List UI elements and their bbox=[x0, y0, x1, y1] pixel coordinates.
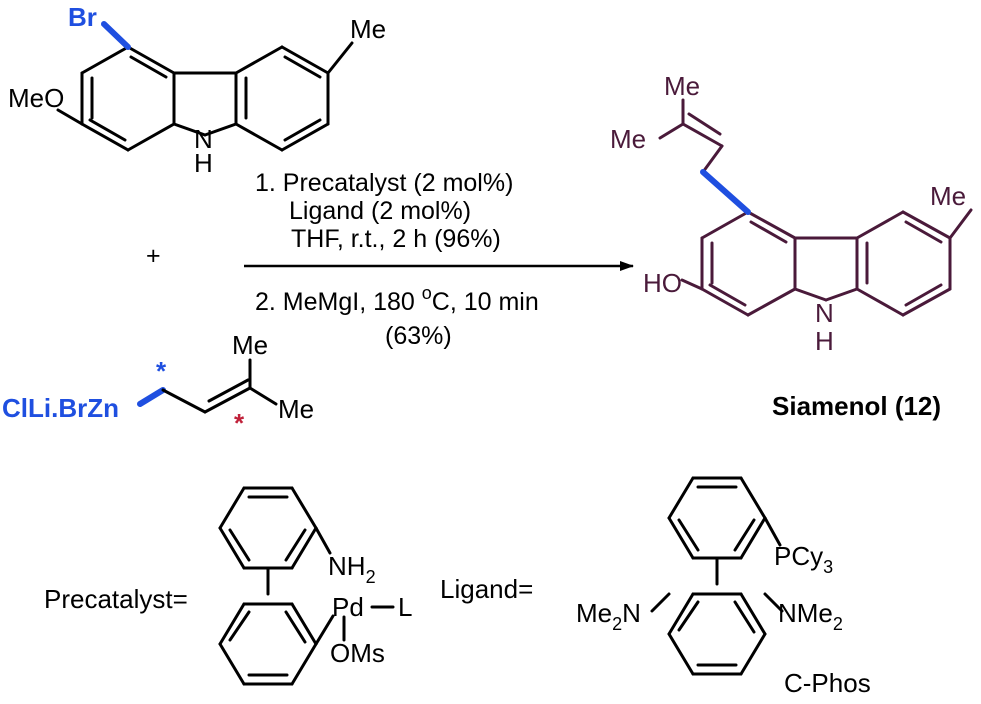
prenyl-bonds bbox=[161, 358, 278, 414]
siamenol-n-label: N bbox=[815, 298, 834, 328]
siamenol-me-left-label: Me bbox=[610, 124, 646, 154]
precatalyst-structure: Precatalyst= bbox=[44, 486, 412, 686]
br-highlight-bond bbox=[101, 21, 131, 50]
reagent-organozinc: ClLi.BrZn * * Me Me bbox=[2, 330, 314, 438]
star-blue: * bbox=[156, 356, 167, 386]
carbazole-me-label: Me bbox=[350, 14, 386, 44]
siamenol-me-top-label: Me bbox=[664, 71, 700, 101]
siamenol-bonds bbox=[658, 98, 973, 317]
precatalyst-nh2-label: NH2 bbox=[328, 551, 376, 587]
precatalyst-bonds bbox=[218, 486, 395, 686]
reaction-conditions: 1. Precatalyst (2 mol%) Ligand (2 mol%) … bbox=[244, 169, 634, 350]
zinc-label: ClLi.BrZn bbox=[2, 393, 119, 423]
zn-highlight-bond bbox=[137, 387, 166, 407]
condition-step2-line2: (63%) bbox=[385, 322, 452, 350]
zinc-me-right-label: Me bbox=[278, 394, 314, 424]
condition-step1-line2: Ligand (2 mol%) bbox=[289, 197, 471, 225]
siamenol-me-ring-label: Me bbox=[930, 181, 966, 211]
condition-step2-line1: 2. MeMgI, 180 oC, 10 min bbox=[255, 283, 539, 316]
ligand-structure: Ligand= bbox=[440, 476, 871, 698]
star-red: * bbox=[234, 408, 245, 438]
carbazole-n-label: N bbox=[194, 124, 213, 154]
zinc-me-top-label: Me bbox=[232, 330, 268, 360]
siamenol-ho-label: HO bbox=[643, 268, 682, 298]
carbazole-h-label: H bbox=[194, 148, 213, 178]
ligand-bonds bbox=[650, 476, 784, 676]
precatalyst-oms-label: OMs bbox=[330, 638, 385, 668]
carbazole-bonds bbox=[56, 41, 354, 152]
siamenol-name: Siamenol (12) bbox=[772, 391, 941, 421]
precatalyst-l-label: L bbox=[398, 592, 412, 622]
product-siamenol: Me Me Me HO N H Siamenol (12) bbox=[610, 71, 973, 421]
siamenol-highlight-bond bbox=[700, 169, 751, 215]
ligand-me2n-label: Me2N bbox=[576, 598, 641, 634]
plus-sign: + bbox=[146, 242, 161, 270]
ligand-pcy3-label: PCy3 bbox=[774, 541, 833, 577]
condition-step1-line1: 1. Precatalyst (2 mol%) bbox=[255, 169, 513, 197]
condition-step1-line3: THF, r.t., 2 h (96%) bbox=[291, 225, 501, 253]
ligand-name: C-Phos bbox=[784, 668, 871, 698]
br-label: Br bbox=[68, 2, 97, 32]
precatalyst-label: Precatalyst= bbox=[44, 584, 188, 614]
ligand-label: Ligand= bbox=[440, 574, 533, 604]
reactant-carbazole: Br MeO Me N H bbox=[8, 2, 386, 178]
precatalyst-pd-label: Pd bbox=[332, 592, 364, 622]
ligand-nme2-label: NMe2 bbox=[778, 598, 843, 634]
siamenol-h-label: H bbox=[815, 326, 834, 356]
meo-label: MeO bbox=[8, 83, 64, 113]
